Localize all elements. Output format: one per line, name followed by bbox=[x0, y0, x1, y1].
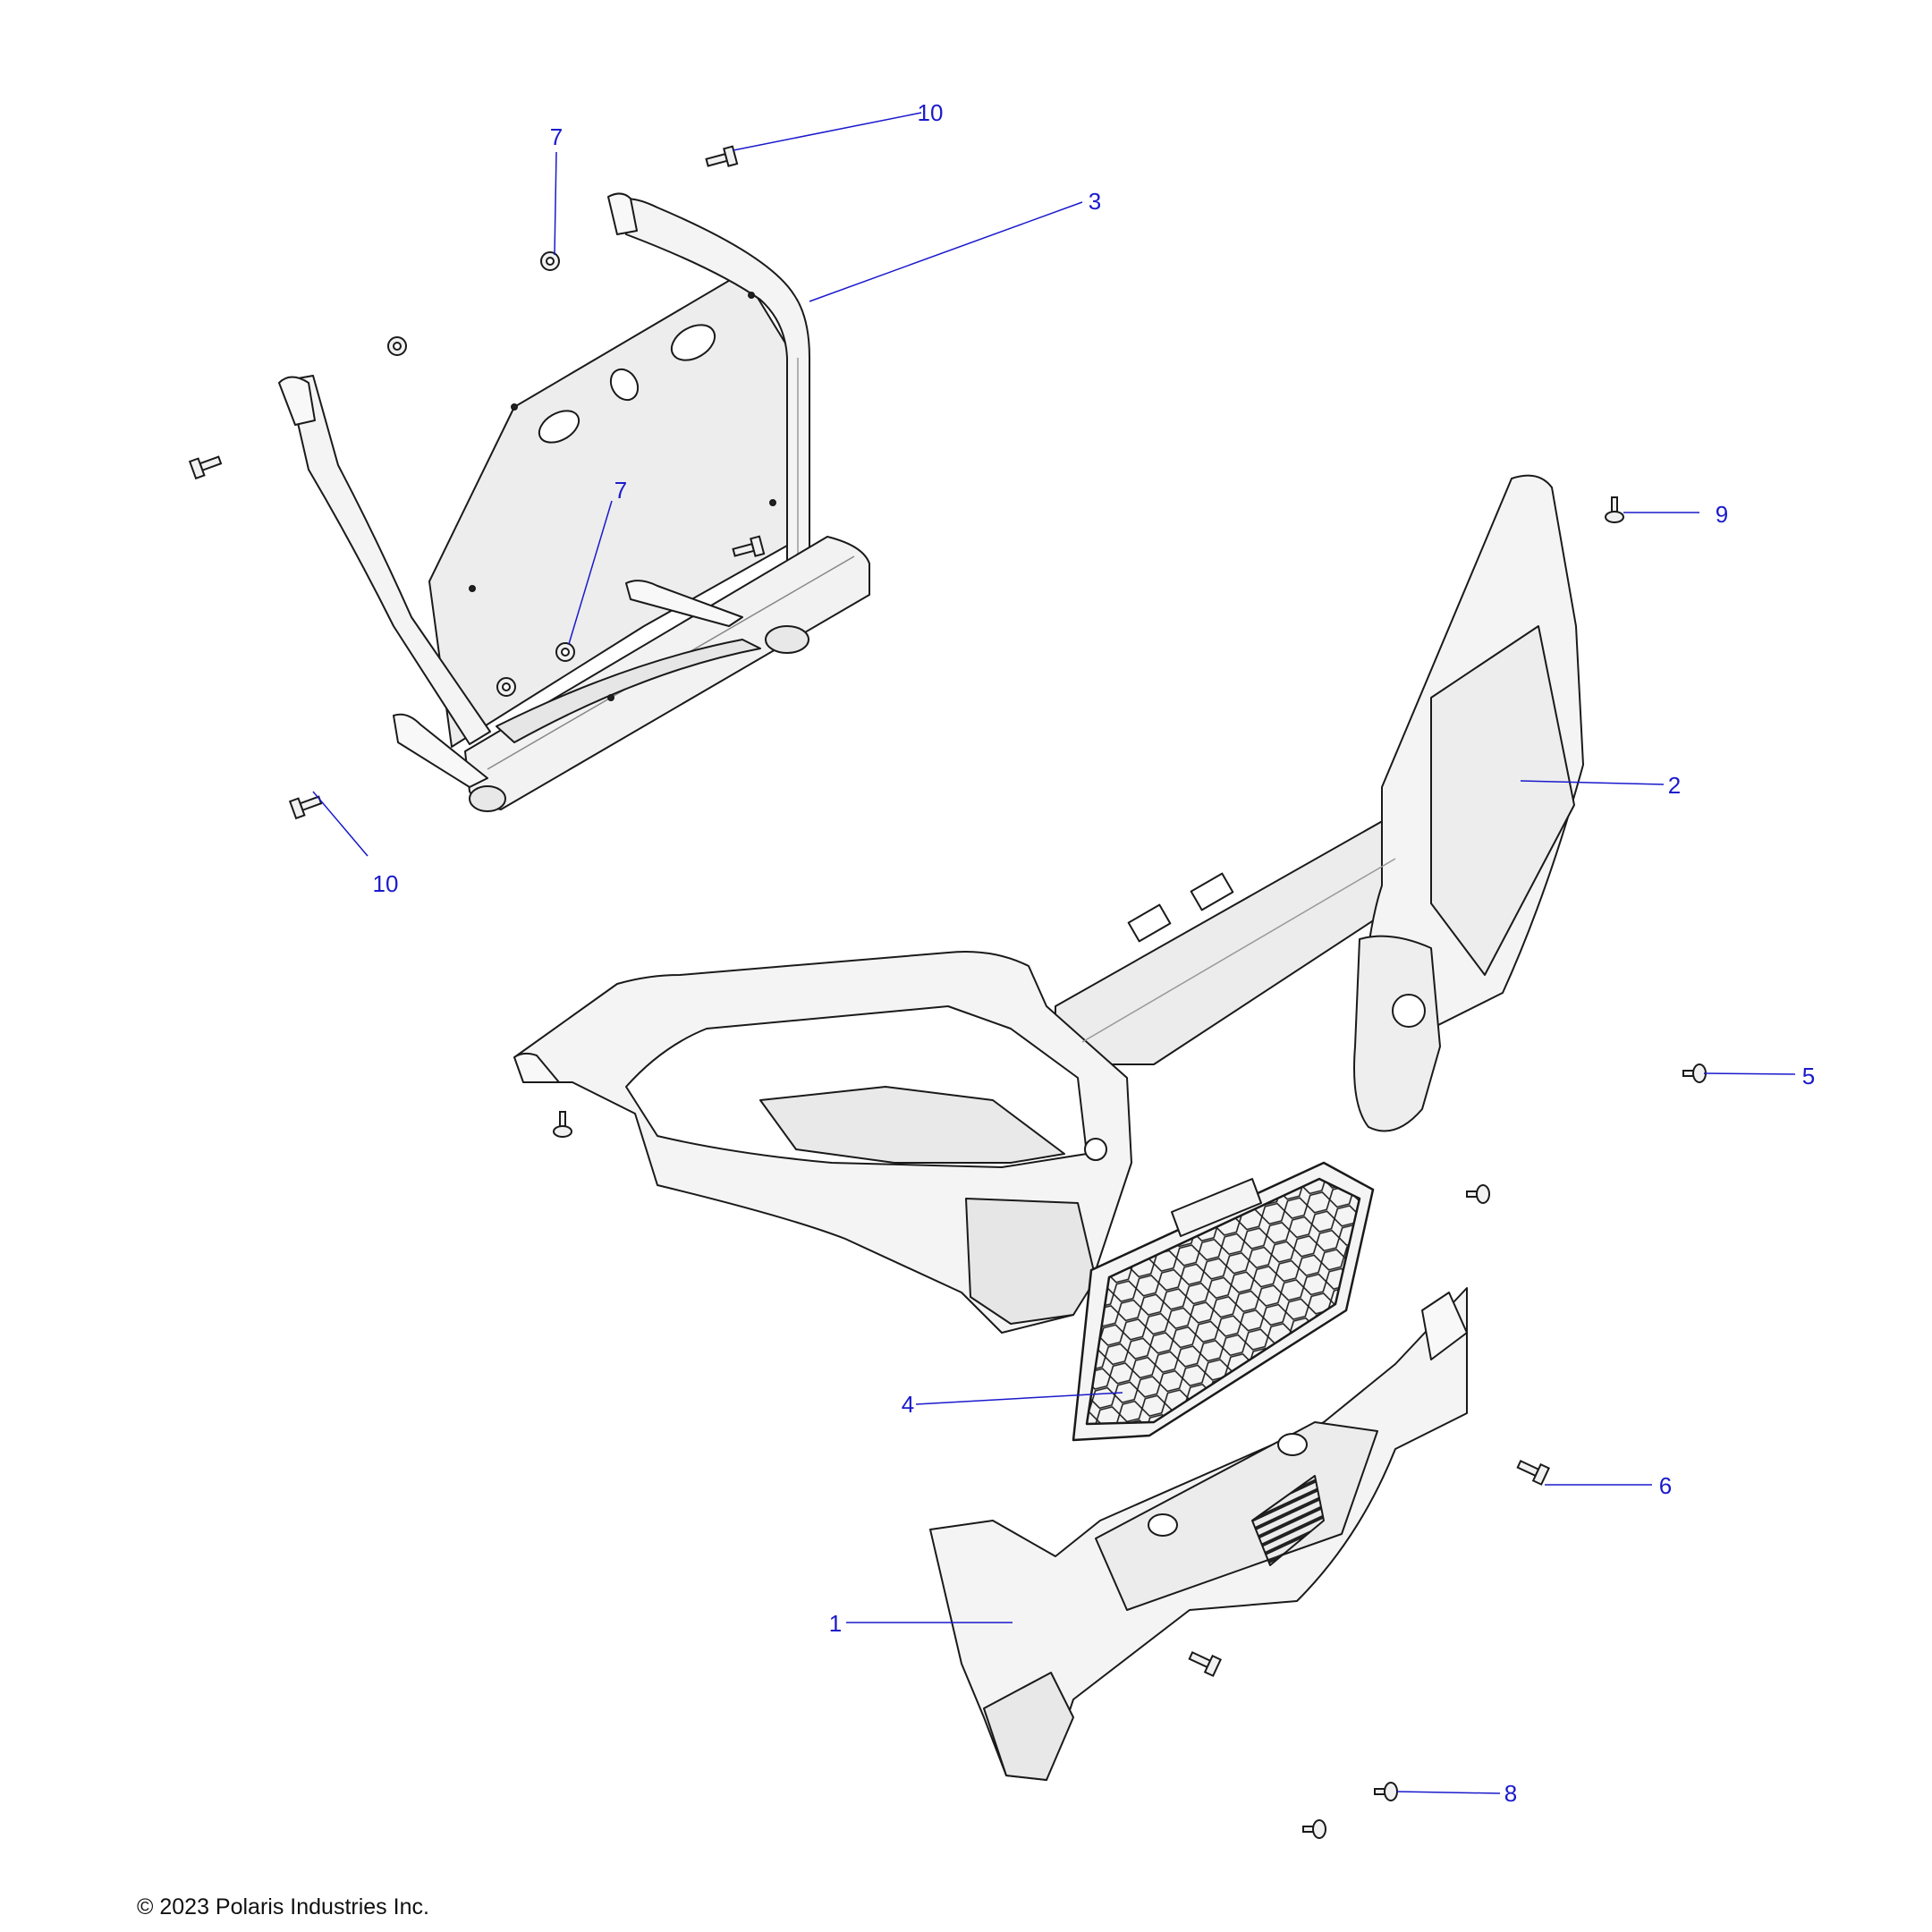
leader-line bbox=[809, 201, 1083, 302]
leader-line bbox=[1520, 780, 1665, 785]
callout-10-top: 10 bbox=[917, 99, 944, 126]
bolt-hardware bbox=[1515, 1456, 1548, 1485]
bolt-hardware bbox=[190, 452, 223, 479]
callout-9: 9 bbox=[1715, 501, 1729, 528]
callout-8: 8 bbox=[1504, 1780, 1518, 1807]
bolt-hardware bbox=[732, 537, 764, 562]
rivet-hardware bbox=[1375, 1783, 1397, 1801]
front-lower-bumper-panel bbox=[930, 1288, 1467, 1780]
nut-hardware bbox=[556, 643, 574, 661]
callout-10-left: 10 bbox=[372, 870, 399, 897]
grille-mesh-screen bbox=[1073, 1163, 1373, 1440]
leader-line bbox=[312, 791, 369, 857]
callout-7-top: 7 bbox=[549, 123, 564, 150]
leader-lines bbox=[312, 112, 1796, 1794]
callout-7-mid: 7 bbox=[614, 477, 628, 504]
callout-2: 2 bbox=[1667, 772, 1682, 799]
callout-5: 5 bbox=[1801, 1063, 1816, 1089]
rivet-hardware bbox=[1606, 497, 1623, 522]
rivet-hardware bbox=[1467, 1185, 1489, 1203]
leader-line bbox=[568, 500, 613, 645]
nut-hardware bbox=[541, 252, 559, 270]
rivet-hardware bbox=[1303, 1820, 1326, 1838]
rivet-hardware bbox=[1683, 1064, 1706, 1082]
leader-line bbox=[915, 1392, 1123, 1405]
leader-line bbox=[1703, 1072, 1796, 1075]
bolt-hardware bbox=[1187, 1648, 1220, 1676]
bolt-hardware bbox=[290, 792, 323, 818]
fasteners bbox=[190, 147, 1706, 1838]
rivet-hardware bbox=[554, 1112, 572, 1137]
nut-hardware bbox=[497, 678, 515, 696]
copyright-notice: © 2023 Polaris Industries Inc. bbox=[137, 1894, 429, 1919]
leader-line bbox=[554, 151, 557, 256]
callout-4: 4 bbox=[901, 1391, 915, 1418]
front-bumper-body bbox=[514, 476, 1583, 1333]
callout-1: 1 bbox=[828, 1610, 843, 1637]
leader-line bbox=[733, 112, 922, 151]
callout-6: 6 bbox=[1658, 1472, 1673, 1499]
callout-3: 3 bbox=[1088, 188, 1102, 215]
bolt-hardware bbox=[705, 147, 737, 172]
front-bumper-frame-bracket bbox=[279, 193, 869, 811]
leader-line bbox=[1396, 1791, 1501, 1794]
nut-hardware bbox=[388, 337, 406, 355]
